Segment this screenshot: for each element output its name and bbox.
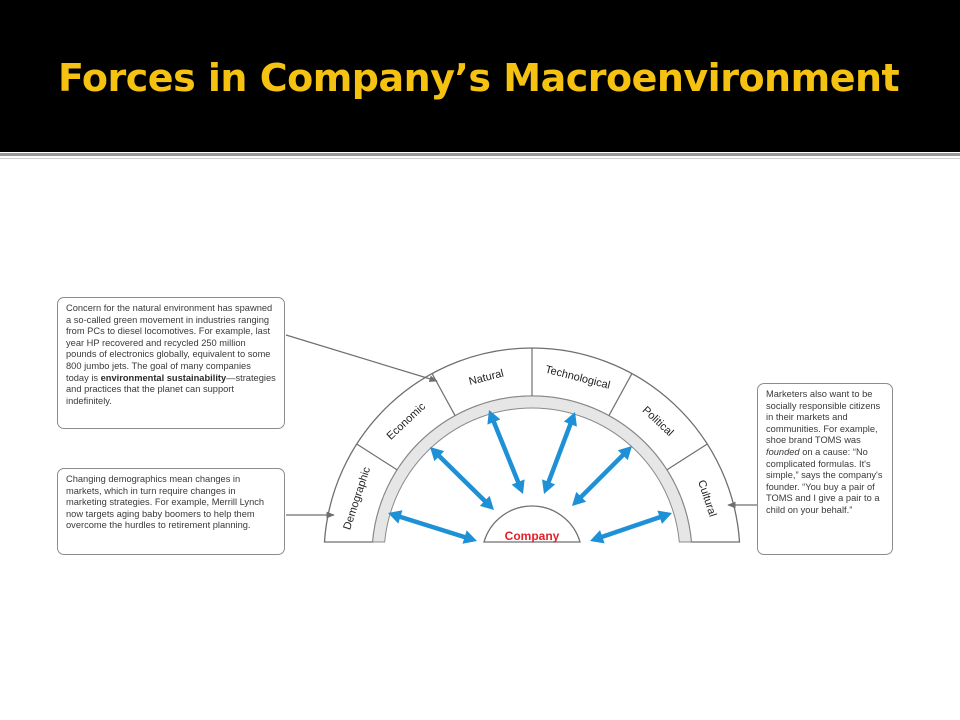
callout-demographic-text: Changing demographics mean changes in ma… <box>66 474 265 531</box>
segment-divider <box>608 373 633 416</box>
company-label: Company <box>505 529 560 543</box>
title-divider-thin <box>0 158 960 159</box>
callout-natural-term: environmental sustainability <box>100 372 227 383</box>
callout-natural: Concern for the natural environment has … <box>57 297 285 429</box>
force-arrows <box>388 410 672 544</box>
inner-band <box>372 395 692 543</box>
force-arrow <box>572 446 632 506</box>
title-divider <box>0 153 960 156</box>
force-arrow <box>542 412 577 494</box>
callout-cultural: Marketers also want to be socially respo… <box>757 383 893 555</box>
leader-line-natural <box>285 334 438 383</box>
title-bar: Forces in Company’s Macroenvironment <box>0 0 960 152</box>
segment-divider <box>666 443 708 471</box>
callout-natural-text-end: —strategies and practices that the plane… <box>66 372 276 406</box>
company-dome <box>483 505 581 543</box>
callout-cultural-text: Marketers also want to be socially respo… <box>766 389 881 446</box>
segment-divider <box>356 443 398 471</box>
callout-demographic: Changing demographics mean changes in ma… <box>57 468 285 555</box>
force-arrow <box>430 447 494 510</box>
slide-title: Forces in Company’s Macroenvironment <box>58 56 900 100</box>
callout-natural-text: Concern for the natural environment has … <box>66 303 273 383</box>
callout-cultural-emphasis: founded <box>766 446 800 457</box>
callout-cultural-text-end: on a cause: “No complicated formulas. It… <box>766 446 883 515</box>
force-arrow <box>487 410 525 494</box>
force-arrow <box>388 510 477 544</box>
force-arrow <box>590 510 672 544</box>
